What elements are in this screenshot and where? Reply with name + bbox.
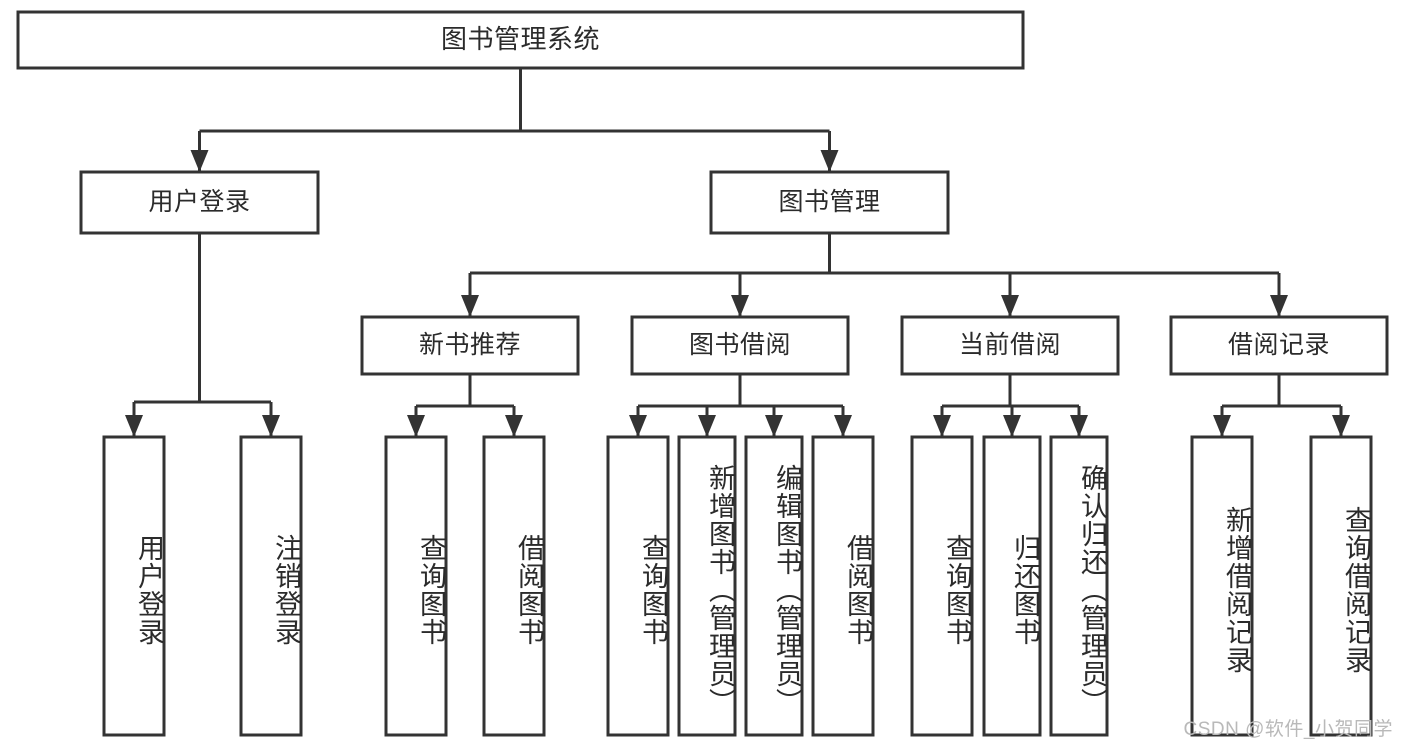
node-leaf-user-login[interactable] [104, 437, 164, 735]
node-leaf-confirm-return[interactable] [1051, 437, 1107, 735]
node-box-leaf-logout[interactable] [239, 435, 303, 737]
node-box-leaf-add-book[interactable] [677, 435, 737, 737]
node-box-leaf-query-book-borrow[interactable] [606, 435, 670, 737]
node-box-current-borrow[interactable] [900, 315, 1120, 376]
node-user-login[interactable] [81, 172, 318, 233]
node-leaf-borrow-book[interactable] [813, 437, 873, 735]
node-leaf-edit-book[interactable] [746, 437, 802, 735]
node-box-new-book-recommend[interactable] [360, 315, 580, 376]
csdn-watermark: CSDN @软件_小贺同学 [1183, 719, 1393, 740]
node-leaf-borrow-book-recommend[interactable] [484, 437, 544, 735]
node-box-leaf-edit-book[interactable] [744, 435, 804, 737]
node-box-leaf-query-book-recommend[interactable] [384, 435, 448, 737]
node-box-leaf-add-borrow-record[interactable] [1190, 435, 1254, 737]
node-box-leaf-borrow-book[interactable] [811, 435, 875, 737]
node-borrow-record[interactable] [1171, 317, 1387, 374]
node-box-leaf-query-borrow-record[interactable] [1309, 435, 1373, 737]
node-leaf-return-book[interactable] [984, 437, 1040, 735]
node-leaf-query-book-borrow[interactable] [608, 437, 668, 735]
node-new-book-recommend[interactable] [362, 317, 578, 374]
node-box-book-manage[interactable] [709, 170, 950, 235]
node-box-root[interactable] [16, 10, 1025, 70]
node-box-book-borrow[interactable] [630, 315, 850, 376]
node-book-borrow[interactable] [632, 317, 848, 374]
node-root[interactable] [18, 12, 1023, 68]
node-box-leaf-query-book-current[interactable] [910, 435, 974, 737]
node-leaf-add-borrow-record[interactable] [1192, 437, 1252, 735]
node-box-leaf-return-book[interactable] [982, 435, 1042, 737]
node-current-borrow[interactable] [902, 317, 1118, 374]
connectors-layer [125, 68, 1350, 437]
node-leaf-query-book-recommend[interactable] [386, 437, 446, 735]
node-box-leaf-borrow-book-recommend[interactable] [482, 435, 546, 737]
node-book-manage[interactable] [711, 172, 948, 233]
node-leaf-add-book[interactable] [679, 437, 735, 735]
node-box-borrow-record[interactable] [1169, 315, 1389, 376]
node-leaf-query-book-current[interactable] [912, 437, 972, 735]
node-box-leaf-confirm-return[interactable] [1049, 435, 1109, 737]
node-leaf-query-borrow-record[interactable] [1311, 437, 1371, 735]
node-box-user-login[interactable] [79, 170, 320, 235]
node-leaf-logout[interactable] [241, 437, 301, 735]
boxes-layer [16, 10, 1389, 737]
node-box-leaf-user-login[interactable] [102, 435, 166, 737]
